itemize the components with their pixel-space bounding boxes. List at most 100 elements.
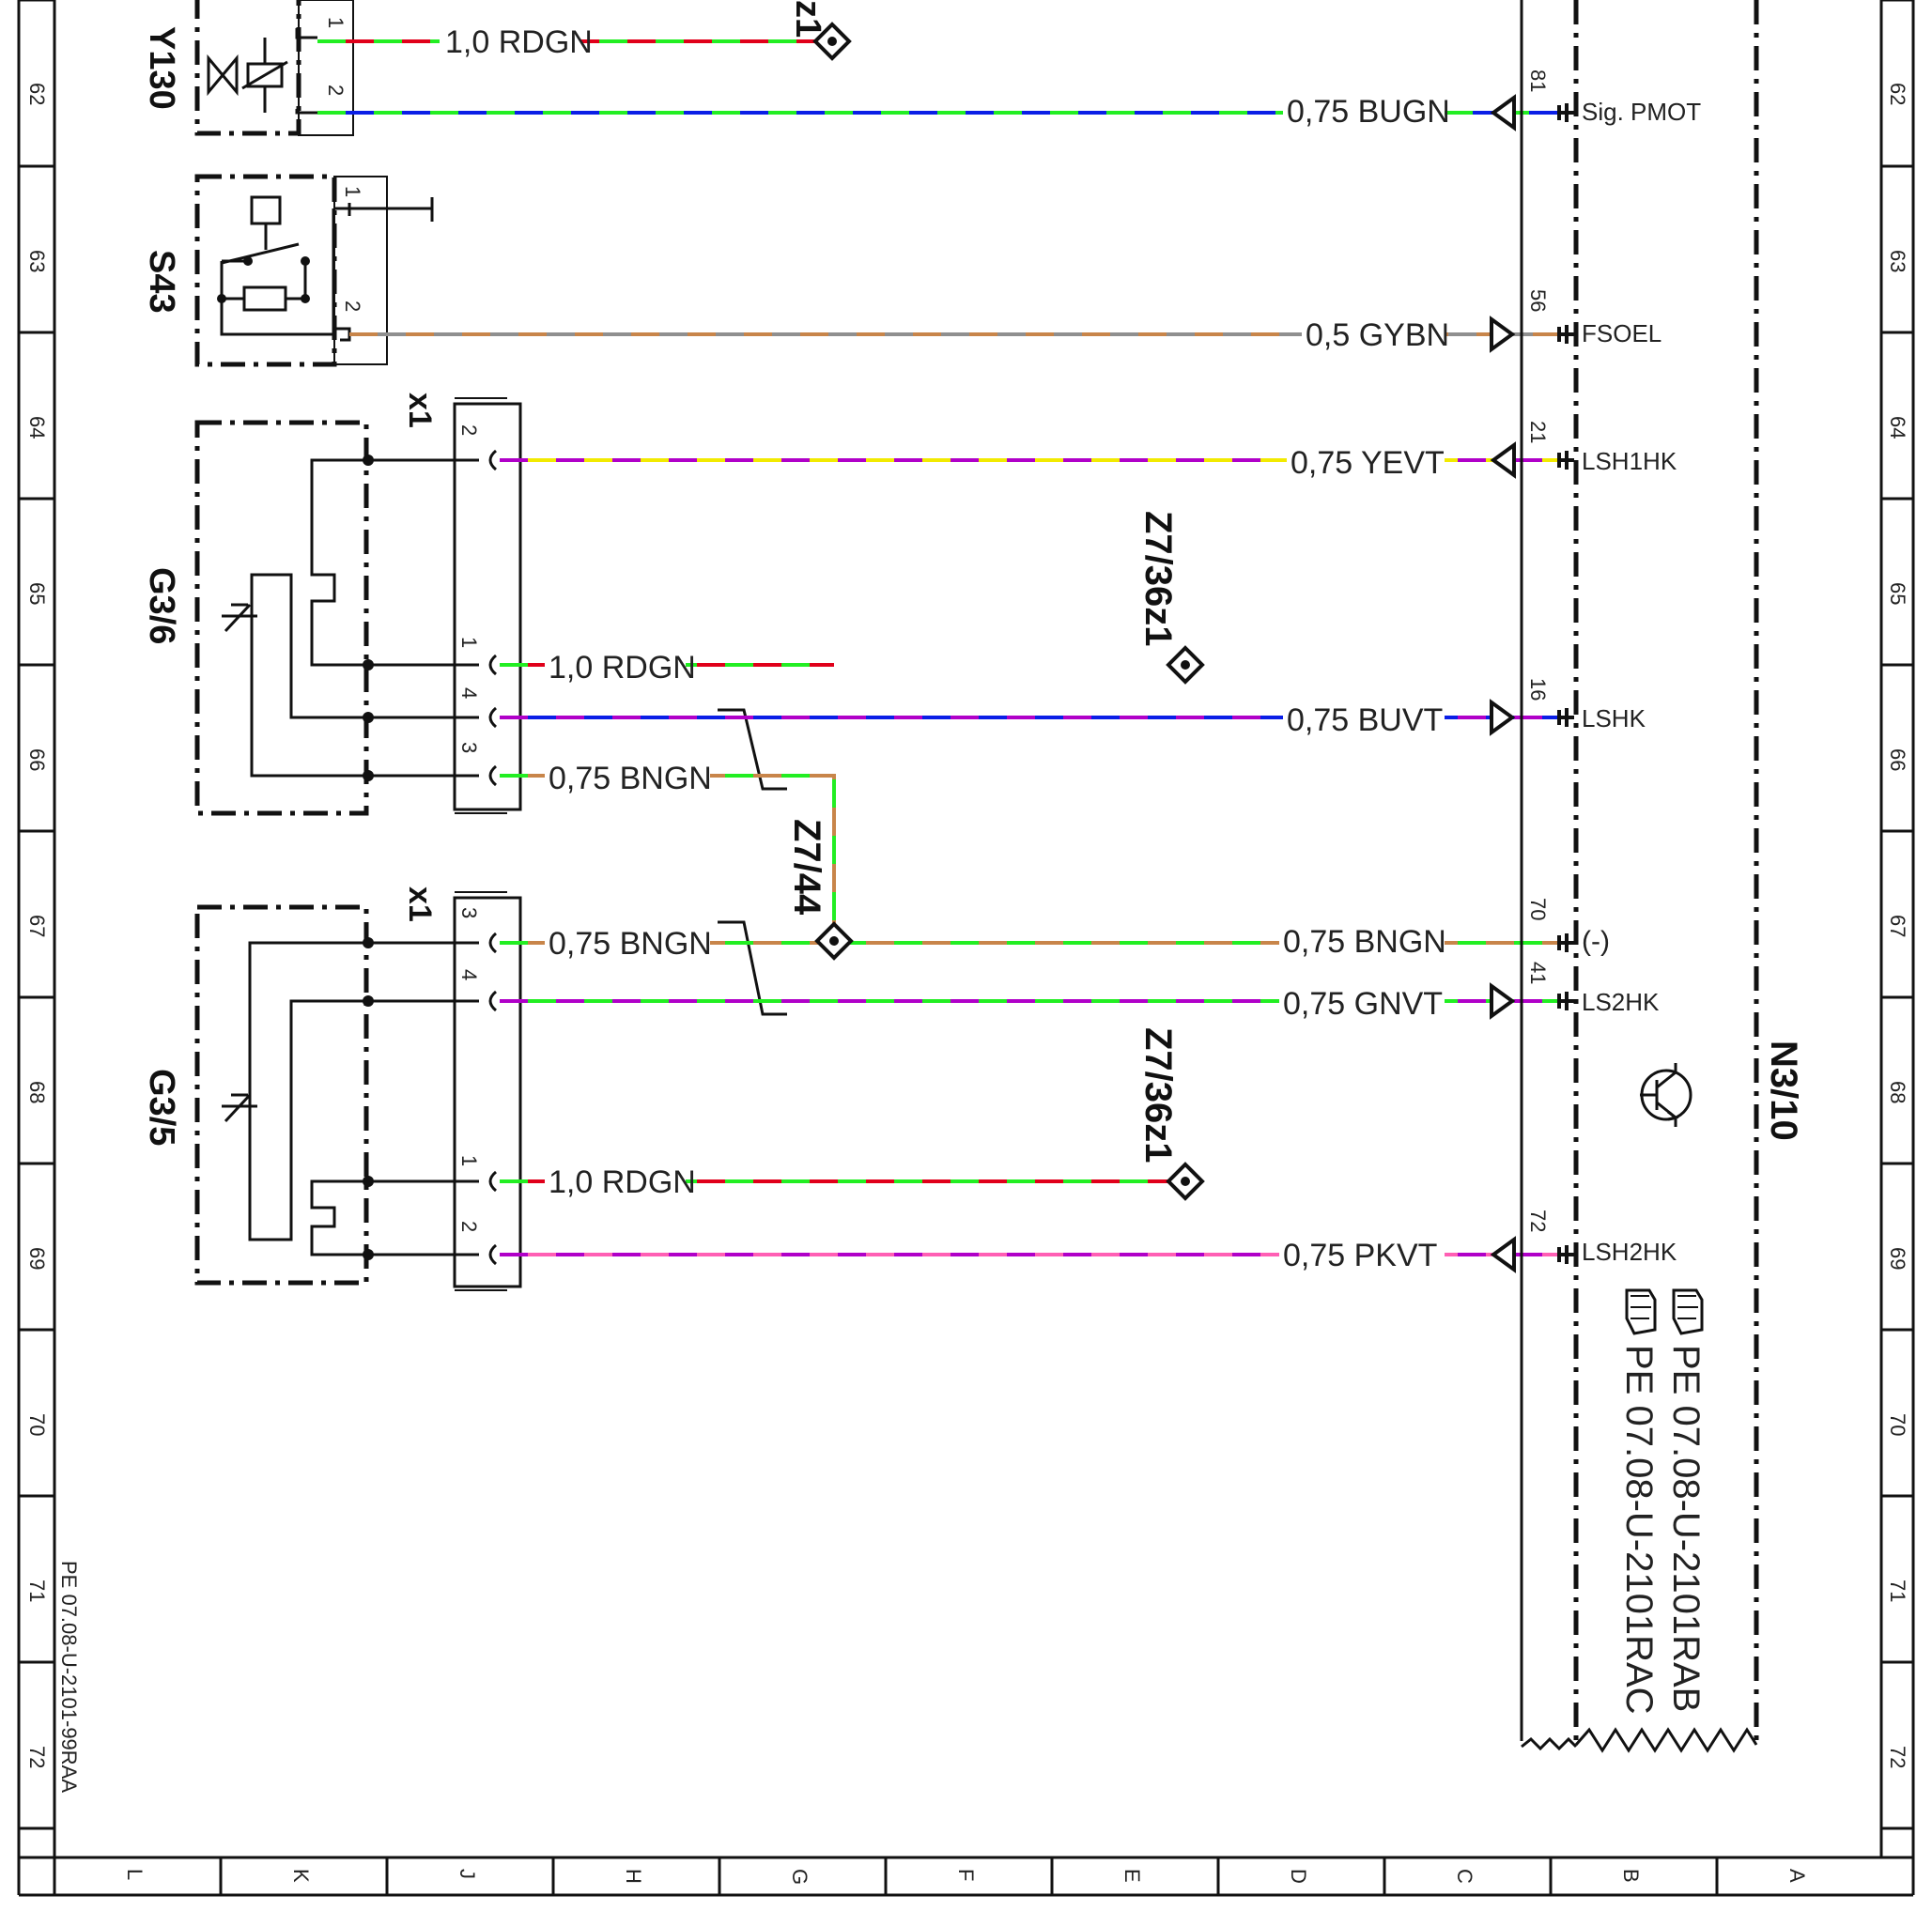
wire-labels: 1,0 RDGN 0,75 BUGN 0,5 GYBN 0,75 YEVT 1,… bbox=[440, 21, 1450, 1275]
row-label: 65 bbox=[25, 582, 49, 605]
pin-label: 1 bbox=[341, 186, 364, 197]
wire-label: 1,0 RDGN bbox=[549, 650, 696, 686]
pin-terminal bbox=[1557, 708, 1574, 727]
pin-label: 3 bbox=[457, 907, 481, 918]
pin-terminal bbox=[1557, 103, 1574, 122]
splice-label: Z7/44 bbox=[786, 819, 827, 916]
signal-direction-arrow bbox=[1490, 94, 1516, 131]
pin-label: 1 bbox=[457, 1155, 481, 1166]
twisted-pair-marker bbox=[718, 920, 787, 1016]
signal-label: Sig. PMOT bbox=[1582, 98, 1701, 126]
pin-label: 72 bbox=[1526, 1210, 1550, 1232]
component-label-g3-6: G3/6 bbox=[142, 567, 181, 644]
column-label: B bbox=[1619, 1869, 1643, 1883]
component-g3-6[interactable] bbox=[194, 420, 479, 816]
row-labels-right: 62 63 64 65 66 67 68 69 70 71 72 bbox=[1886, 83, 1909, 1768]
signal-direction-arrow bbox=[1490, 699, 1516, 736]
component-label-n3-10: N3/10 bbox=[1763, 1040, 1804, 1141]
splice-label: Z7/36z1 bbox=[1137, 1027, 1179, 1164]
hand-pointer-icon bbox=[1672, 1288, 1704, 1335]
column-label: D bbox=[1287, 1869, 1310, 1884]
row-label: 63 bbox=[25, 250, 49, 272]
row-label: 66 bbox=[1886, 748, 1909, 771]
wire-label: 0,75 BNGN bbox=[549, 761, 712, 796]
wires bbox=[317, 39, 1574, 1256]
row-label: 67 bbox=[25, 915, 49, 937]
row-label: 70 bbox=[25, 1413, 49, 1436]
pin-label: 3 bbox=[457, 742, 481, 753]
pin-label: 4 bbox=[457, 687, 481, 699]
pin-label: 41 bbox=[1526, 962, 1550, 984]
row-label: 72 bbox=[25, 1746, 49, 1768]
row-label: 70 bbox=[1886, 1413, 1909, 1436]
twisted-pair-marker bbox=[718, 708, 787, 791]
pin-label: 2 bbox=[457, 424, 481, 436]
pin-label: 1 bbox=[324, 17, 348, 28]
row-label: 67 bbox=[1886, 915, 1909, 937]
row-label: 66 bbox=[25, 748, 49, 771]
signal-label: LS2HK bbox=[1582, 988, 1660, 1016]
row-label: 69 bbox=[25, 1247, 49, 1270]
pin-label: 56 bbox=[1526, 289, 1550, 312]
hand-pointer-icon bbox=[1625, 1288, 1657, 1335]
row-label: 62 bbox=[25, 83, 49, 105]
column-label: C bbox=[1453, 1869, 1476, 1884]
connector-label-x1: x1 bbox=[402, 886, 438, 922]
column-label: K bbox=[289, 1869, 313, 1883]
pin-label: 81 bbox=[1526, 69, 1550, 92]
signal-label: LSHK bbox=[1582, 704, 1646, 732]
reference-link: PE 07.08-U-2101RAB bbox=[1665, 1345, 1707, 1712]
wire bbox=[500, 774, 836, 941]
component-label-g3-5: G3/5 bbox=[142, 1069, 181, 1146]
pin-terminal bbox=[1557, 451, 1574, 470]
component-y130[interactable] bbox=[194, 0, 354, 136]
signal-direction-arrow bbox=[1490, 982, 1516, 1020]
wire-label: 1,0 RDGN bbox=[549, 1164, 696, 1200]
component-n3-10[interactable] bbox=[1520, 0, 1759, 1753]
column-label: J bbox=[456, 1869, 479, 1879]
pin-label: 1 bbox=[457, 637, 481, 648]
component-label-y130: Y130 bbox=[142, 26, 181, 110]
connector-label-x1: x1 bbox=[402, 393, 438, 428]
row-label: 69 bbox=[1886, 1247, 1909, 1270]
row-label: 71 bbox=[25, 1580, 49, 1602]
component-label-s43: S43 bbox=[142, 250, 181, 314]
wire-label: 0,75 YEVT bbox=[1291, 445, 1445, 481]
splice-label: Z7/36z1 bbox=[1137, 511, 1179, 647]
wire-label: 0,75 BNGN bbox=[549, 926, 712, 962]
wire-label: 0,75 PKVT bbox=[1283, 1238, 1437, 1273]
column-label: H bbox=[622, 1869, 645, 1884]
row-label: 68 bbox=[25, 1081, 49, 1103]
pin-label: 4 bbox=[457, 969, 481, 980]
splice-points bbox=[812, 22, 1205, 1201]
signal-direction-arrow bbox=[1490, 441, 1516, 479]
component-g3-5[interactable] bbox=[194, 904, 479, 1286]
row-label: 64 bbox=[25, 416, 49, 439]
n3-10-pins: 81 56 21 16 70 41 72 Sig. PMOT FSOEL LSH… bbox=[1490, 69, 1701, 1273]
sheet-frame bbox=[17, 0, 1915, 1897]
pin-label: 70 bbox=[1526, 898, 1550, 920]
row-ticks bbox=[19, 0, 1913, 1830]
column-label: A bbox=[1785, 1869, 1809, 1883]
column-label: F bbox=[954, 1869, 978, 1881]
signal-label: (-) bbox=[1582, 926, 1610, 957]
row-label: 65 bbox=[1886, 582, 1909, 605]
splice-label: z1 bbox=[788, 0, 827, 38]
pin-label: 16 bbox=[1526, 678, 1550, 701]
wire-label: 1,0 RDGN bbox=[445, 24, 593, 60]
row-label: 68 bbox=[1886, 1081, 1909, 1103]
connector-x1-lower bbox=[453, 891, 522, 1291]
signal-label: LSH2HK bbox=[1582, 1238, 1677, 1266]
row-label: 71 bbox=[1886, 1580, 1909, 1602]
pin-label: 21 bbox=[1526, 421, 1550, 443]
column-ticks bbox=[53, 1857, 1719, 1895]
row-label: 64 bbox=[1886, 416, 1909, 439]
wire-label: 0,5 GYBN bbox=[1306, 317, 1449, 353]
connector-x1-upper bbox=[453, 397, 522, 814]
component-s43[interactable] bbox=[194, 174, 434, 367]
pin-terminal bbox=[1557, 933, 1574, 952]
signal-label: LSH1HK bbox=[1582, 447, 1677, 475]
reference-list: PE 07.08-U-2101RAB PE 07.08-U-2101RAC bbox=[1618, 1288, 1707, 1715]
row-labels-left: 62 63 64 65 66 67 68 69 70 71 72 bbox=[25, 83, 49, 1768]
